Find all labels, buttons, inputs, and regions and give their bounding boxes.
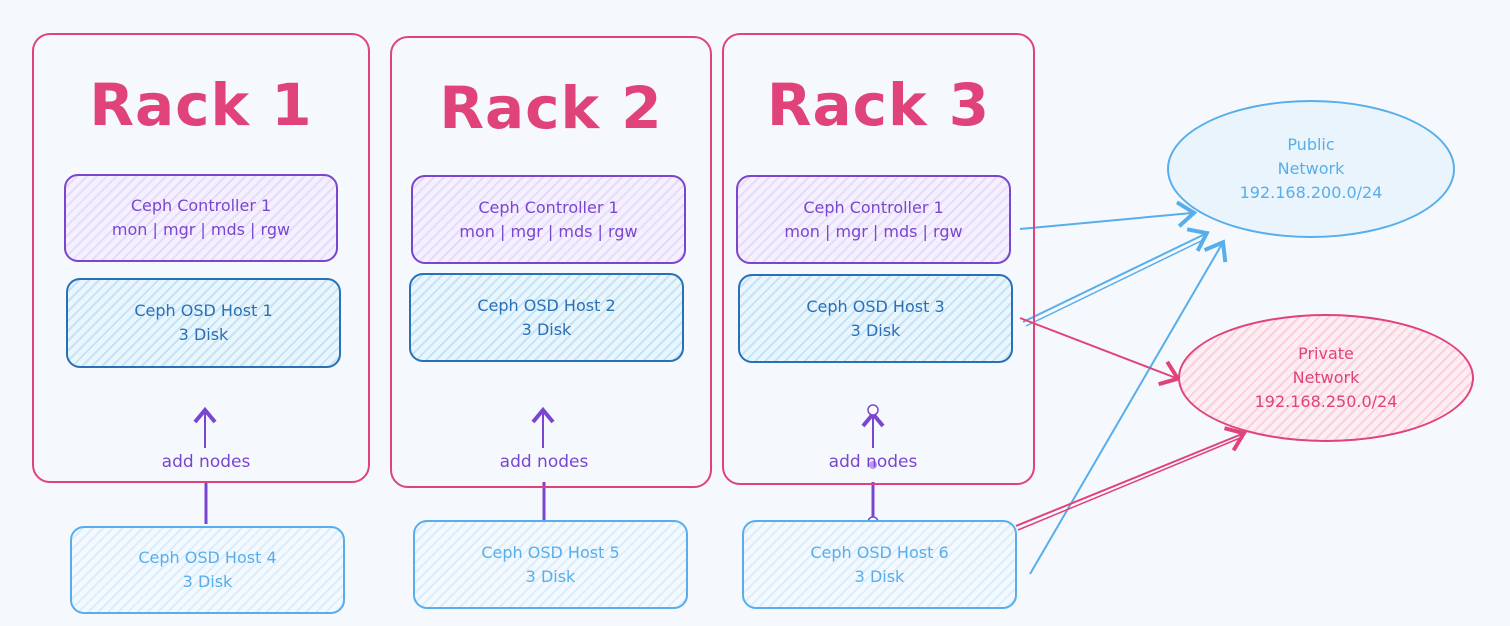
network-cidr: 192.168.200.0/24: [1239, 183, 1383, 202]
osd-disk-count: 3 Disk: [854, 566, 905, 586]
rack-title: Rack 2: [439, 74, 663, 142]
new-osd-host-box[interactable]: Ceph OSD Host 6 3 Disk: [742, 520, 1017, 609]
rack-1[interactable]: Rack 1: [32, 33, 370, 483]
osd-host-name: Ceph OSD Host 5: [481, 542, 620, 562]
add-nodes-label: add nodes: [828, 452, 918, 472]
rack-title: Rack 1: [89, 71, 313, 139]
osd-host-name: Ceph OSD Host 4: [138, 548, 277, 567]
network-label: Network: [1277, 159, 1345, 178]
link-host6-public: [1029, 239, 1228, 575]
rack-title: Rack 3: [766, 71, 991, 139]
ceph-osd-host-box[interactable]: Ceph OSD Host 3 3 Disk: [738, 274, 1013, 363]
controller-services: mon | mgr | mds | rgw: [111, 220, 291, 239]
private-network-ellipse[interactable]: Private Network 192.168.250.0/24: [1178, 314, 1474, 442]
ceph-osd-host-box[interactable]: Ceph OSD Host 2 3 Disk: [409, 273, 684, 362]
link-controller3-public: [1019, 200, 1198, 230]
rack-3[interactable]: Rack 3: [722, 33, 1035, 485]
osd-host-name: Ceph OSD Host 1: [134, 301, 273, 320]
new-osd-host-box[interactable]: Ceph OSD Host 5 3 Disk: [413, 520, 688, 609]
osd-disk-count: 3 Disk: [182, 572, 233, 591]
osd-host-name: Ceph OSD Host 6: [810, 542, 949, 562]
ceph-osd-host-box[interactable]: Ceph OSD Host 1 3 Disk: [66, 278, 341, 368]
osd-disk-count: 3 Disk: [525, 566, 576, 586]
controller-name: Ceph Controller 1: [478, 197, 619, 217]
link-host6-private-2: [1017, 437, 1241, 531]
rack-2[interactable]: Rack 2: [390, 36, 712, 488]
osd-disk-count: 3 Disk: [178, 325, 229, 344]
osd-host-name: Ceph OSD Host 2: [477, 295, 616, 315]
controller-services: mon | mgr | mds | rgw: [784, 221, 963, 241]
add-nodes-label: add nodes: [161, 452, 251, 472]
add-nodes-label: add nodes: [499, 452, 589, 472]
link-host6-private: [1015, 426, 1247, 527]
link-osd3-private: [1019, 317, 1181, 387]
network-label: Private: [1298, 344, 1354, 363]
controller-name: Ceph Controller 1: [130, 196, 272, 215]
osd-disk-count: 3 Disk: [521, 319, 572, 339]
network-label: Network: [1292, 368, 1360, 387]
link-osd3-public: [1022, 227, 1210, 323]
link-osd3-public-2: [1025, 239, 1204, 327]
ceph-controller-box[interactable]: Ceph Controller 1 mon | mgr | mds | rgw: [64, 174, 338, 262]
network-label: Public: [1287, 135, 1335, 154]
ceph-controller-box[interactable]: Ceph Controller 1 mon | mgr | mds | rgw: [736, 175, 1011, 264]
osd-host-name: Ceph OSD Host 3: [806, 296, 945, 316]
network-cidr: 192.168.250.0/24: [1254, 392, 1398, 411]
controller-name: Ceph Controller 1: [803, 197, 944, 217]
controller-services: mon | mgr | mds | rgw: [459, 221, 638, 241]
public-network-ellipse[interactable]: Public Network 192.168.200.0/24: [1167, 100, 1455, 238]
ceph-controller-box[interactable]: Ceph Controller 1 mon | mgr | mds | rgw: [411, 175, 686, 264]
new-osd-host-box[interactable]: Ceph OSD Host 4 3 Disk: [70, 526, 345, 614]
osd-disk-count: 3 Disk: [850, 320, 901, 340]
